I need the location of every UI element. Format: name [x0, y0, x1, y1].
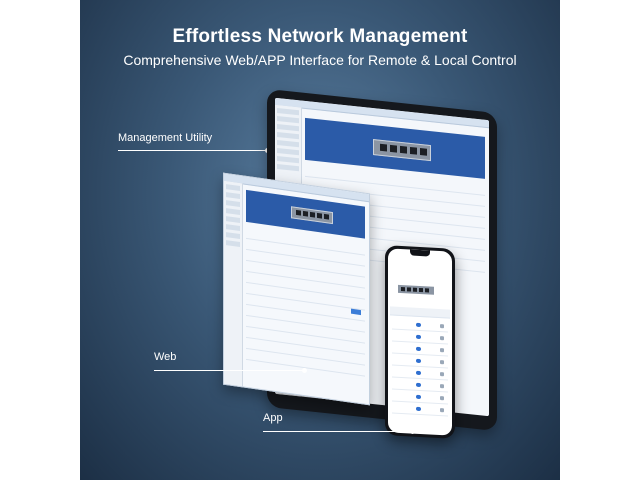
web-port-table [246, 227, 365, 377]
status-icon [440, 384, 444, 389]
toggle-switch[interactable] [416, 370, 421, 376]
status-icon [440, 408, 444, 413]
app-port-row[interactable] [392, 402, 448, 417]
callout-management-utility-label: Management Utility [118, 132, 213, 144]
toggle-switch[interactable] [416, 358, 421, 364]
phone-notch [410, 249, 430, 257]
hero-banner: Effortless Network Management Comprehens… [80, 0, 560, 480]
app-tab-bar[interactable] [390, 306, 450, 319]
callout-app-dot [410, 429, 415, 434]
callout-app-line [263, 431, 413, 432]
switch-device-image [373, 139, 432, 162]
callout-app-label: App [263, 412, 283, 424]
phone-device [385, 245, 455, 439]
toggle-switch[interactable] [416, 334, 421, 340]
callout-web-line [154, 370, 304, 371]
status-icon [440, 360, 444, 365]
callout-web-label: Web [154, 351, 177, 363]
toggle-switch[interactable] [416, 322, 421, 328]
toggle-switch[interactable] [416, 394, 421, 400]
toggle-switch[interactable] [416, 382, 421, 388]
status-icon [440, 336, 444, 341]
status-icon [440, 348, 444, 353]
web-switch-device-image [291, 206, 334, 225]
app-switch-device-image [398, 284, 434, 295]
status-icon [440, 372, 444, 377]
web-window-sidebar [224, 180, 243, 387]
status-icon [440, 396, 444, 401]
callout-web-dot [302, 368, 307, 373]
toggle-switch[interactable] [416, 346, 421, 352]
page-title: Effortless Network Management [172, 26, 468, 47]
callout-management-utility-line [118, 150, 266, 151]
status-icon [440, 324, 444, 329]
toggle-switch[interactable] [416, 406, 421, 412]
app-screen [388, 248, 452, 436]
page-subtitle: Comprehensive Web/APP Interface for Remo… [123, 52, 517, 68]
